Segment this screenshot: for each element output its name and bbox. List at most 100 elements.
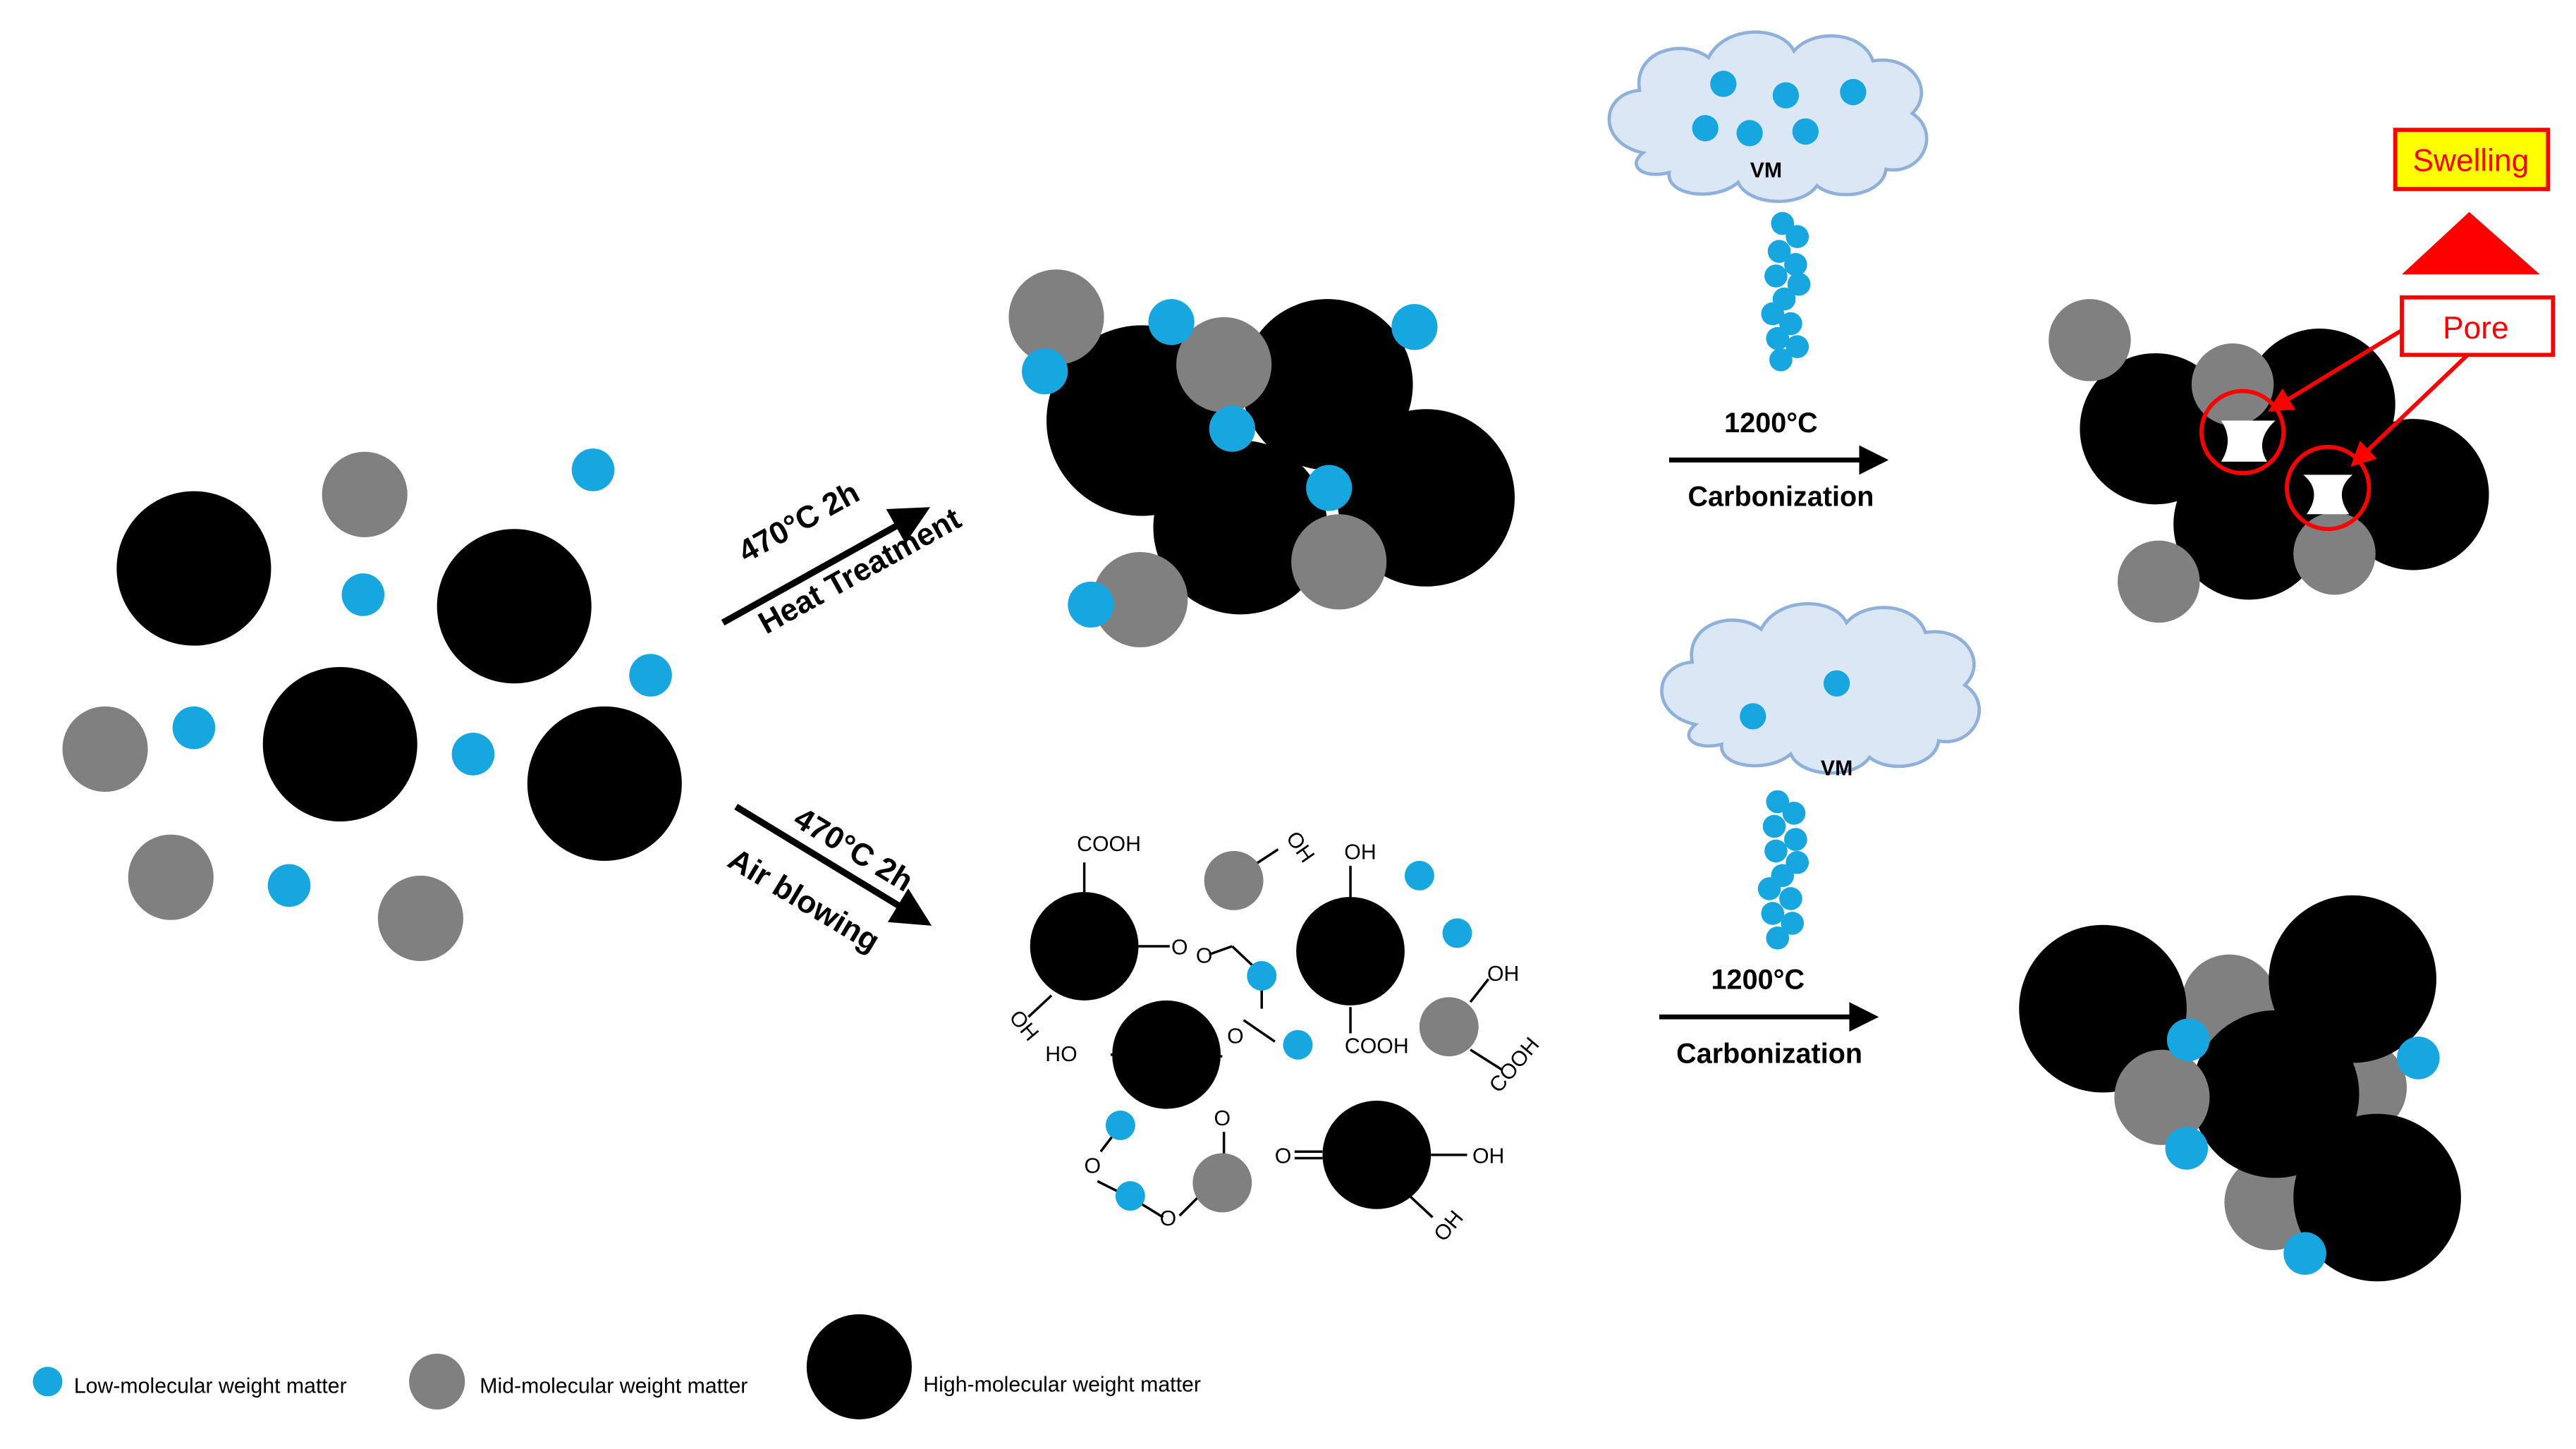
high-molecular-particle <box>527 706 682 861</box>
mid-molecular-particle <box>1291 514 1387 610</box>
low-molecular-particle <box>2166 1018 2210 1062</box>
group-hydroxyl: OH <box>1487 962 1519 986</box>
vm-label: VM <box>1821 757 1852 781</box>
low-molecular-particle <box>1823 670 1850 697</box>
high-molecular-particle <box>1296 897 1405 1005</box>
group-cooh: COOH <box>1077 833 1141 856</box>
group-oxygen: O <box>1227 1025 1244 1048</box>
low-molecular-particle <box>1022 348 1068 395</box>
low-molecular-particle <box>1692 115 1719 142</box>
group-oxygen: O <box>1160 1207 1177 1230</box>
vm-label: VM <box>1750 159 1782 183</box>
air-blowing-arrow: 470°C 2h Air blowing <box>722 801 932 959</box>
high-molecular-particle <box>1242 299 1413 470</box>
low-molecular-particle <box>1115 1181 1145 1211</box>
low-molecular-particle <box>267 864 311 907</box>
low-molecular-particle <box>172 706 216 750</box>
pore-void <box>2303 475 2353 515</box>
low-molecular-particle <box>1209 405 1255 452</box>
high-molecular-particle <box>2019 924 2187 1093</box>
legend-low-label: Low-molecular weight matter <box>74 1375 347 1398</box>
mid-molecular-particle <box>2049 299 2131 381</box>
low-molecular-particle <box>1736 120 1763 147</box>
mid-molecular-particle <box>1092 551 1188 648</box>
low-molecular-particle <box>629 654 672 697</box>
mid-molecular-particle <box>377 875 463 961</box>
low-molecular-particle <box>1148 299 1195 346</box>
swelling-label: Swelling <box>2412 143 2529 178</box>
legend-mid-swatch <box>409 1353 465 1410</box>
group-hydroxyl-ho: HO <box>1045 1043 1077 1066</box>
pore-highlight <box>2199 389 2286 475</box>
mid-molecular-particle <box>1008 269 1104 365</box>
volatile-matter-cloud-top: VM <box>1607 30 1929 372</box>
pore-highlight <box>2285 444 2371 532</box>
group-oxygen: O <box>1084 1155 1101 1178</box>
pore-void <box>2221 420 2276 462</box>
swollen-carbon-cluster <box>2049 299 2489 623</box>
low-molecular-particle <box>571 448 615 491</box>
air-blown-network: COOH O O OH OH OH COOH OH COOH O HO O O … <box>1004 827 1544 1246</box>
low-molecular-particle <box>1442 918 1472 948</box>
low-molecular-particle <box>2165 1127 2209 1170</box>
low-molecular-particle <box>1068 581 1114 628</box>
group-cooh: COOH <box>1345 1034 1409 1058</box>
mid-molecular-particle <box>2114 1049 2210 1145</box>
low-molecular-particle <box>1710 71 1737 97</box>
carbonization-temp-top: 1200°C <box>1724 408 1818 439</box>
low-molecular-particle <box>1105 1110 1135 1140</box>
low-molecular-particle <box>1404 860 1434 891</box>
vapor-stream <box>1761 212 1811 372</box>
carbonization-arrow-bottom: 1200°C Carbonization <box>1659 965 1879 1069</box>
pore-callout: Pore <box>2268 295 2556 467</box>
group-oxygen: O <box>1171 936 1188 960</box>
low-molecular-particle <box>2283 1232 2326 1275</box>
high-molecular-particle <box>1030 892 1139 1001</box>
heat-treated-cluster <box>1008 269 1515 648</box>
low-molecular-particle <box>341 573 385 616</box>
group-hydroxyl: OH <box>1281 827 1319 867</box>
carbonization-label-top: Carbonization <box>1687 482 1874 513</box>
mid-molecular-particle <box>1204 850 1264 910</box>
mid-molecular-particle <box>1192 1153 1252 1213</box>
high-molecular-particle <box>1153 440 1328 615</box>
high-molecular-particle <box>2191 1010 2360 1178</box>
mid-molecular-particle <box>2293 512 2376 595</box>
mid-molecular-particle <box>62 706 148 793</box>
high-molecular-particle <box>2293 1113 2461 1282</box>
high-molecular-particle <box>116 491 271 646</box>
swelling-callout: Swelling <box>2393 128 2551 275</box>
carbonization-arrow-top: 1200°C Carbonization <box>1668 408 1889 513</box>
group-oxygen: O <box>1275 1145 1292 1168</box>
carbonization-label-bottom: Carbonization <box>1676 1038 1862 1069</box>
group-hydroxyl: OH <box>1429 1206 1467 1246</box>
mid-molecular-particle <box>128 834 214 920</box>
swelling-arrow-icon <box>2402 212 2540 275</box>
mid-molecular-particle <box>2118 540 2200 623</box>
low-molecular-particle <box>2397 1037 2440 1080</box>
high-molecular-particle <box>1112 1000 1221 1109</box>
group-oxygen: O <box>1196 944 1213 967</box>
low-molecular-particle <box>1391 304 1438 350</box>
initial-mixture <box>62 448 682 961</box>
legend-low-swatch <box>32 1367 63 1397</box>
low-molecular-particle <box>1740 703 1766 730</box>
legend-high-label: High-molecular weight matter <box>923 1373 1201 1396</box>
high-molecular-particle <box>1322 1101 1432 1209</box>
volatile-matter-cloud-bottom: VM <box>1660 601 1981 950</box>
high-molecular-particle <box>437 529 592 684</box>
low-molecular-particle <box>1772 82 1800 109</box>
low-molecular-particle <box>1247 960 1277 991</box>
mid-molecular-particle <box>1176 317 1272 412</box>
low-molecular-particle <box>1840 78 1867 106</box>
low-molecular-particle <box>1283 1029 1313 1060</box>
legend-mid-label: Mid-molecular weight matter <box>480 1375 747 1398</box>
group-hydroxyl: OH <box>1344 841 1376 864</box>
group-oxygen: O <box>1214 1107 1231 1130</box>
heat-treatment-arrow: 470°C 2h Heat Treatment <box>721 475 967 641</box>
dense-carbon-cluster <box>2019 895 2461 1282</box>
group-hydroxyl: OH <box>1472 1145 1504 1168</box>
low-molecular-particle <box>1306 465 1353 511</box>
carbonization-temp-bottom: 1200°C <box>1711 965 1805 996</box>
